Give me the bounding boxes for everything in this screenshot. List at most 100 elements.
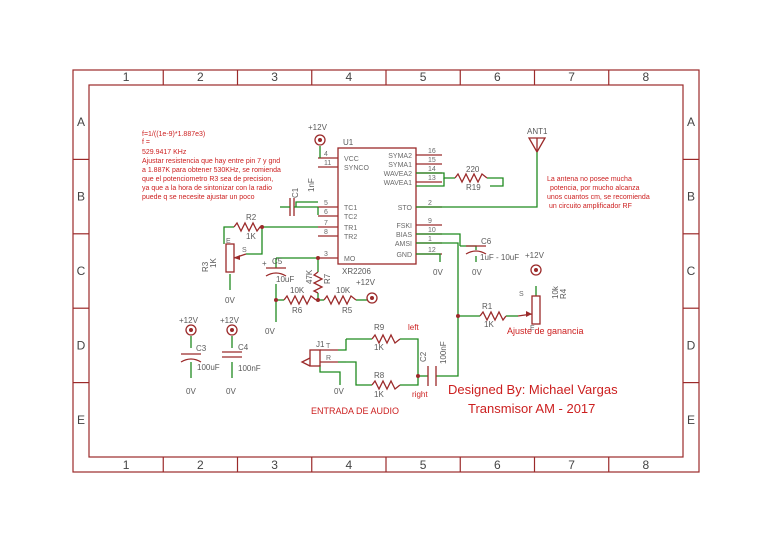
ic-pin-name: TR1 xyxy=(344,225,357,232)
ic-pin-name: SYMA1 xyxy=(388,162,412,169)
column-label: 1 xyxy=(123,458,130,472)
r3-value: 1K xyxy=(209,258,218,268)
r8-ref: R8 xyxy=(374,371,385,380)
note-line: Ajustar resistencia que hay entre pin 7 … xyxy=(142,158,280,165)
column-label: 8 xyxy=(643,70,650,84)
row-label: D xyxy=(77,338,86,352)
audio-input-label: ENTRADA DE AUDIO xyxy=(311,406,399,416)
ic-pin-number: 10 xyxy=(428,227,436,234)
resistor-r19: 220 R19 xyxy=(454,165,488,192)
gnd-label: 0V xyxy=(472,268,482,277)
r4-pin-e: E xyxy=(530,325,535,332)
antenna-note: La antena no posee mucha potencia, por m… xyxy=(547,176,650,210)
c4-value: 100nF xyxy=(238,364,261,373)
row-label: C xyxy=(77,264,86,278)
junctions xyxy=(260,225,460,378)
c6-value: 1uF - 10uF xyxy=(480,253,519,262)
row-label: A xyxy=(77,115,85,129)
r7-value: 47K xyxy=(305,269,314,284)
capacitor-c6: C6 1uF - 10uF xyxy=(465,237,519,262)
r1-value: 1K xyxy=(484,320,494,329)
c5-value: 10uF xyxy=(276,275,294,284)
note-line: un circuito amplificador RF xyxy=(549,203,632,210)
c6-ref: C6 xyxy=(481,237,492,246)
c4-ref: C4 xyxy=(238,343,249,352)
ic-pin-number: 3 xyxy=(324,251,328,258)
c3-value: 100uF xyxy=(197,363,220,372)
note-line: ya que a la hora de sintonizar con la ra… xyxy=(142,185,272,192)
ic-pin-number: 7 xyxy=(324,220,328,227)
j1-ref: J1 xyxy=(316,340,325,349)
left-label: left xyxy=(408,323,419,332)
column-label: 6 xyxy=(494,70,501,84)
r9-ref: R9 xyxy=(374,323,385,332)
vcc-label: +12V xyxy=(525,251,545,260)
note-line: puede q se necesite ajustar un poco xyxy=(142,194,255,201)
ic-pin-name: BIAS xyxy=(396,232,412,239)
ic-name: XR2206 xyxy=(342,267,371,276)
column-label: 5 xyxy=(420,458,427,472)
wires xyxy=(190,146,538,386)
audio-jack-j1: J1 T R 0V xyxy=(300,340,344,396)
ic-body xyxy=(337,147,417,265)
ic-pin-number: 11 xyxy=(324,160,331,167)
ic-pin-number: 14 xyxy=(428,166,436,173)
note-line: La antena no posee mucha xyxy=(547,176,632,183)
ic-pin-number: 15 xyxy=(428,157,436,164)
note-line: f = xyxy=(142,139,150,146)
ic-ref: U1 xyxy=(343,138,354,147)
resistor-r2: R2 1K xyxy=(233,213,262,241)
c2-ref: C2 xyxy=(419,351,428,362)
capacitor-c3: +12V C3 100uF 0V xyxy=(179,316,220,396)
resistor-r1: R1 1K xyxy=(479,302,507,329)
ic-pin-name: AMSI xyxy=(395,241,412,248)
ic-pin-name: SYMA2 xyxy=(388,153,412,160)
capacitor-c1: C1 1nF xyxy=(280,178,318,216)
ic-pin-number: 12 xyxy=(428,247,436,254)
row-label: C xyxy=(687,264,696,278)
r2-ref: R2 xyxy=(246,213,257,222)
ic-pin-name: FSKI xyxy=(396,223,412,230)
ic-pin-name: GND xyxy=(396,252,412,259)
tuning-note: f=1/((1e-9)*1.887e3) f = 529.9417 KHz Aj… xyxy=(142,131,281,201)
ic-pin-number: 16 xyxy=(428,148,436,155)
r6-ref: R6 xyxy=(292,306,303,315)
row-dividers xyxy=(73,158,699,384)
gain-label: Ajuste de ganancia xyxy=(507,326,584,336)
resistor-r9: R9 1K left xyxy=(371,323,419,352)
vcc-symbol-r4: +12V xyxy=(525,251,545,276)
gnd-label: 0V xyxy=(433,268,443,277)
c5-plus: + xyxy=(262,259,267,268)
column-label: 4 xyxy=(346,458,353,472)
gnd-label: 0V xyxy=(186,387,196,396)
row-label: E xyxy=(687,413,695,427)
column-label: 7 xyxy=(568,70,575,84)
row-label: B xyxy=(77,190,85,204)
row-label: D xyxy=(687,338,696,352)
vcc-symbol-r5: +12V xyxy=(356,278,378,304)
r4-ref: R4 xyxy=(559,288,568,299)
antenna-ant1: ANT1 xyxy=(527,127,548,153)
column-label: 8 xyxy=(643,458,650,472)
ic-pin-name: TC2 xyxy=(344,214,357,221)
capacitor-c2: C2 100nF xyxy=(419,341,448,386)
ic-pin-name: SYNCO xyxy=(344,165,369,172)
column-label: 1 xyxy=(123,70,130,84)
note-line: potencia, por mucho alcanza xyxy=(550,185,640,192)
note-line: 529.9417 KHz xyxy=(142,149,187,156)
c3-ref: C3 xyxy=(196,344,207,353)
resistor-r7: R7 47K xyxy=(305,269,332,294)
vcc-label: +12V xyxy=(356,278,376,287)
r4-pin-s: S xyxy=(519,291,524,298)
note-line: que el potenciometro R3 sea de precision… xyxy=(142,176,273,183)
ic-pin-number: 1 xyxy=(428,236,432,243)
column-dividers xyxy=(162,70,610,472)
ic-pin-name: WAVEA1 xyxy=(384,180,413,187)
resistor-r5: 10K R5 xyxy=(323,286,357,315)
potentiometer-r4: S E 10k R4 xyxy=(517,285,568,332)
r4-value: 10k xyxy=(551,285,560,299)
column-label: 3 xyxy=(271,70,278,84)
ic-pin-number: 4 xyxy=(324,151,328,158)
